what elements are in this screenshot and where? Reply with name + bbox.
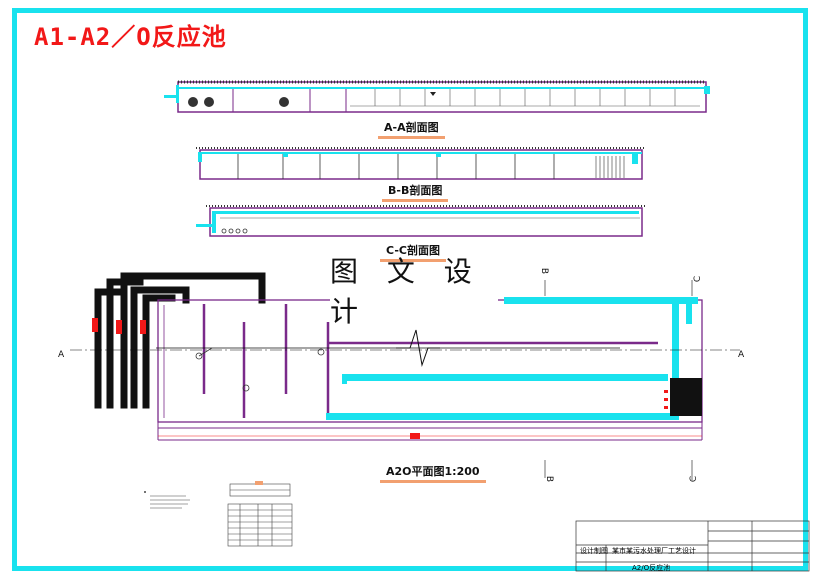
section-bb-drawing <box>196 147 646 180</box>
title-block-drawing: A2/O反应池 <box>632 564 671 572</box>
title-block-grid <box>575 520 810 572</box>
section-aa-drawing <box>164 80 710 113</box>
notes-block <box>144 491 190 509</box>
section-marker-a-left: A <box>58 350 65 360</box>
section-bb-caption: B-B剖面图 <box>382 182 449 202</box>
section-marker-c-bottom: C <box>689 475 700 483</box>
title-block-designer-label: 设计制图 <box>580 547 608 555</box>
section-marker-c-top: C <box>693 275 704 283</box>
title-block-project: 某市某污水处理厂工艺设计 <box>612 547 696 555</box>
section-marker-a-right: A <box>738 350 745 360</box>
equipment-table <box>227 481 293 547</box>
section-marker-b-top: B <box>539 267 550 275</box>
plan-caption: A2O平面图1:200 <box>380 463 486 483</box>
drawing-frame <box>12 8 808 571</box>
section-cc-caption: C-C剖面图 <box>380 242 446 262</box>
section-aa-caption: A-A剖面图 <box>378 119 445 139</box>
watermark-text: 图 文 设 计 <box>330 255 498 328</box>
drawing-title: A1-A2／O反应池 <box>34 23 227 51</box>
section-marker-b-bottom: B <box>544 475 555 483</box>
section-cc-drawing <box>196 205 646 237</box>
plan-view-drawing <box>70 272 740 480</box>
